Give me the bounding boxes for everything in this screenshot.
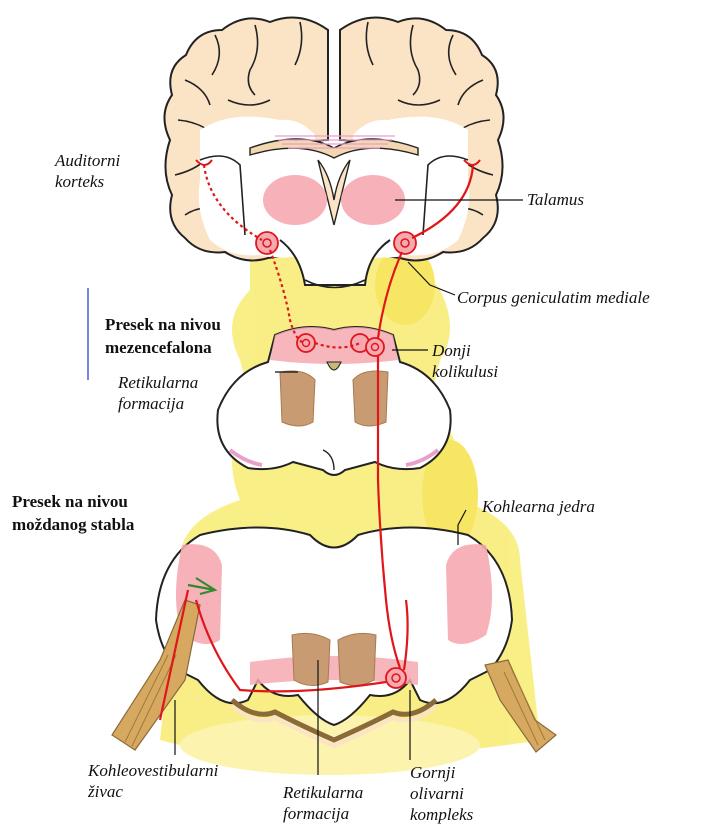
label-cochleovestibular-nerve: Kohleovestibularni živac: [88, 760, 218, 802]
label-inferior-colliculi: Donji kolikulusi: [432, 340, 498, 382]
label-reticular-formation-upper: Retikularna formacija: [118, 372, 198, 414]
superior-olivary-complex: [386, 668, 406, 688]
label-medial-geniculate: Corpus geniculatim mediale: [457, 287, 650, 308]
label-thalamus: Talamus: [527, 189, 584, 210]
heading-midbrain-section: Presek na nivou mezencefalona: [105, 313, 221, 359]
label-reticular-formation-lower: Retikularna formacija: [283, 782, 363, 824]
cerebrum-section: [164, 18, 503, 288]
label-cochlear-nuclei: Kohlearna jedra: [482, 496, 595, 517]
label-auditory-cortex: Auditorni korteks: [55, 150, 120, 192]
heading-brainstem-section: Presek na nivou moždanog stabla: [12, 490, 134, 536]
label-superior-olivary-complex: Gornji olivarni kompleks: [410, 762, 473, 825]
